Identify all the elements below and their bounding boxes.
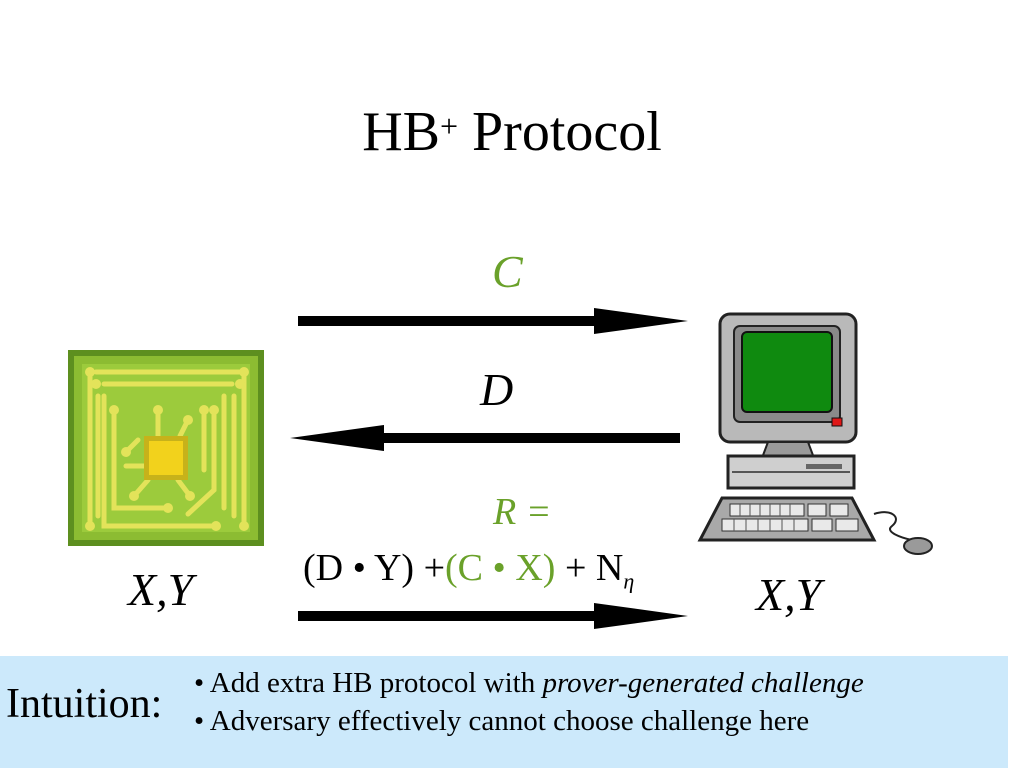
intuition-bullets: • Add extra HB protocol with prover-gene… (194, 664, 864, 740)
title-sup: + (439, 108, 459, 144)
formula-part3: + N (564, 547, 624, 589)
bullet-item-2: • Adversary effectively cannot choose ch… (194, 705, 810, 737)
challenge-d-label: D (480, 364, 514, 415)
intuition-heading: Intuition: (6, 681, 163, 727)
slide-title: HB+ Protocol (0, 100, 1024, 164)
intuition-box (0, 656, 1008, 768)
challenge-c-label: C (492, 246, 523, 297)
formula-noise-sub: η (623, 568, 635, 594)
reader-keys-label: X,Y (756, 569, 822, 620)
bullet-1-emphasis: prover-generated challenge (542, 667, 864, 699)
tag-keys-label: X,Y (128, 564, 194, 615)
arrow-left-icon (290, 425, 680, 451)
bullet-1-text: • Add extra HB protocol with (194, 667, 543, 699)
response-r-label: R = (493, 490, 551, 534)
bullet-item-1: • Add extra HB protocol with prover-gene… (194, 664, 864, 702)
formula-part1: (D • Y) + (303, 547, 446, 589)
arrow-right-icon (298, 603, 688, 629)
response-formula: (D • Y) +(C • X) + Nη (303, 546, 634, 604)
formula-part2: (C • X) (445, 547, 556, 589)
computer-icon (697, 312, 933, 555)
title-rest: Protocol (472, 101, 662, 163)
arrow-right-icon (298, 308, 688, 334)
rfid-chip-icon (68, 350, 264, 546)
response-r-text: R = (493, 491, 552, 533)
title-main: HB (362, 101, 440, 163)
